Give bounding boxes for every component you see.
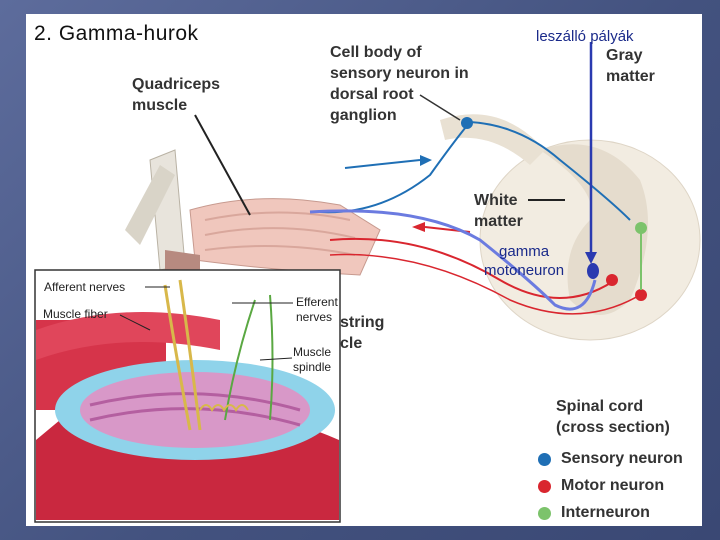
inset-fiber-label: Muscle fiber xyxy=(43,307,108,321)
descending-pathways-label: leszálló pályák xyxy=(536,28,634,45)
tendon-shape xyxy=(165,250,200,270)
legend-sensory-label: Sensory neuron xyxy=(561,450,683,467)
inset-afferent-label: Afferent nerves xyxy=(44,280,126,294)
gray-matter-shape xyxy=(540,144,648,315)
bone-end xyxy=(125,165,175,245)
inset-muscle-art xyxy=(36,279,339,520)
legend-motor-label: Motor neuron xyxy=(561,477,665,494)
motor-neuron-1 xyxy=(606,274,618,286)
legend-sensory: Sensory neuron xyxy=(538,450,683,468)
legend-motor: Motor neuron xyxy=(538,477,664,495)
motor-pathway xyxy=(329,237,613,299)
interneuron-legend-dot xyxy=(538,506,551,520)
motor-legend-dot xyxy=(538,479,551,493)
gamma-neuron-dot xyxy=(587,263,599,279)
sensory-arrow xyxy=(420,155,432,166)
sensory-cell-body xyxy=(461,117,473,129)
motor-arrow xyxy=(412,222,425,232)
motor-neuron-2 xyxy=(635,289,647,301)
slide-title: 2. Gamma-hurok xyxy=(34,22,199,45)
descending-arrowhead xyxy=(585,252,597,264)
gamma-pathway xyxy=(309,209,597,311)
legend-interneuron-label: Interneuron xyxy=(561,504,650,521)
legend-interneuron: Interneuron xyxy=(538,504,650,522)
spinal-cord-label: Spinal cord(cross section) xyxy=(556,398,670,436)
sensory-legend-dot xyxy=(538,452,551,466)
